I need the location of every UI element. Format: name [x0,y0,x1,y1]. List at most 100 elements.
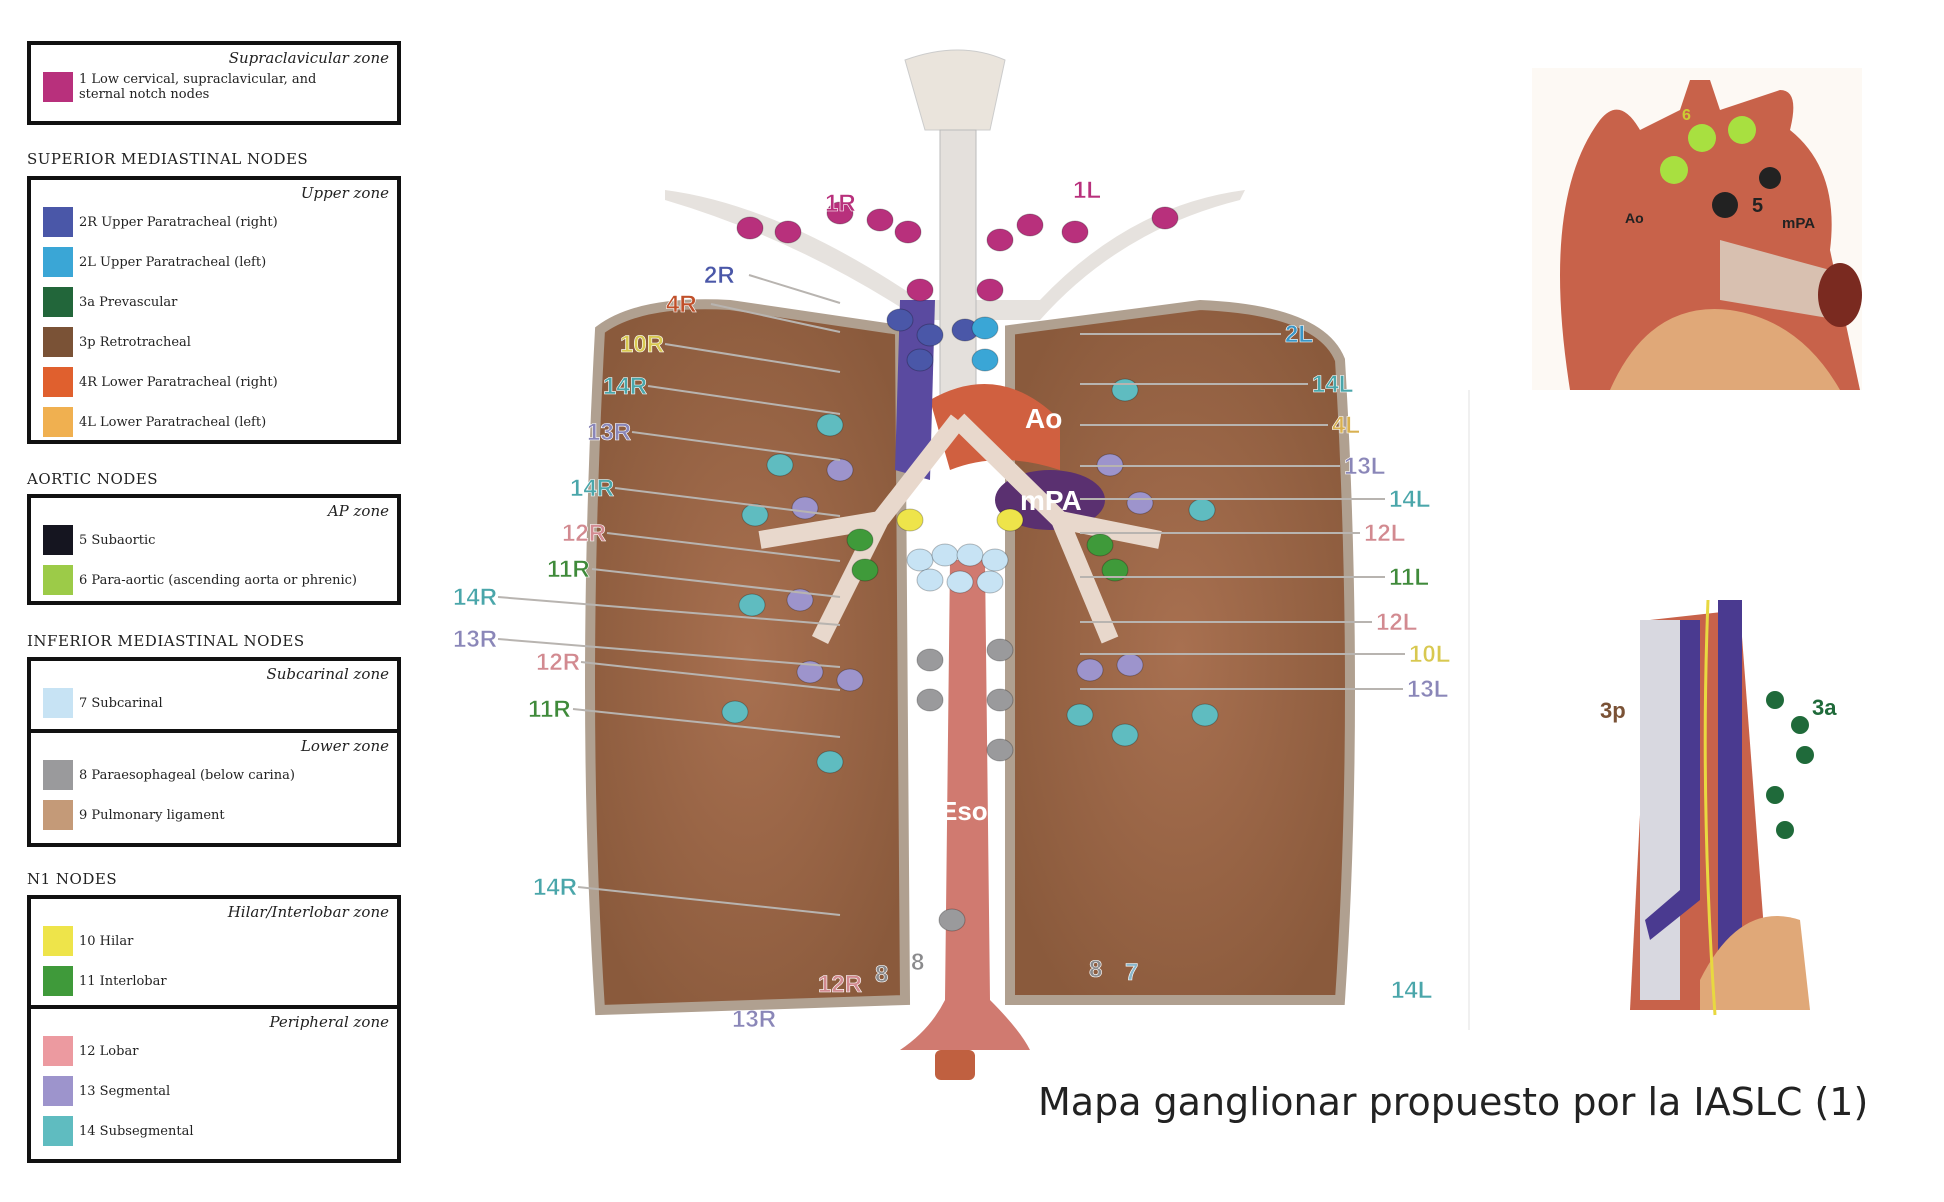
aorta-label: Ao [1025,403,1062,434]
heart-label-ao: Ao [1625,210,1644,226]
lymph-node [1061,220,1089,244]
station-label: 8 [1089,956,1102,983]
heart-label-mpa: mPA [1782,215,1815,232]
lymph-node [931,543,959,567]
lymph-node [894,220,922,244]
color-swatch [43,525,73,555]
station-label: 10L [1409,641,1450,668]
section-title: N1 NODES [27,870,118,888]
leader-line [710,303,841,333]
lymph-node [1101,558,1129,582]
zone-title: Upper zone [300,184,389,202]
legend-label: 12 Lobar [79,1043,139,1059]
legend-item: 12 Lobar [31,1031,397,1071]
legend-item: 4L Lower Paratracheal (left) [31,402,397,442]
section-title: AORTIC NODES [27,470,159,488]
esophagus-end [935,1050,975,1080]
color-swatch [43,926,73,956]
zone-title: Lower zone [300,737,389,755]
station-label: 12L [1364,520,1405,547]
leader-line [591,568,841,598]
legend-item: 2L Upper Paratracheal (left) [31,242,397,282]
leader-line [606,532,841,562]
color-swatch [43,247,73,277]
trachea-inset: 3p 3a [1468,390,1837,1030]
lymph-node [986,738,1014,762]
legend-label: 4L Lower Paratracheal (left) [79,414,267,430]
color-swatch [43,207,73,237]
station-label: 14R [570,475,614,502]
lymph-node [736,216,764,240]
legend-label: 1 Low cervical, supraclavicular, and ste… [79,72,317,102]
color-swatch [43,367,73,397]
lymph-node [906,548,934,572]
color-swatch [43,688,73,718]
legend-n1: Hilar/Interlobar zone 10 Hilar 11 Interl… [27,895,401,1163]
lymph-node [1016,213,1044,237]
color-swatch [43,407,73,437]
divider [31,729,397,733]
clavicles [665,190,1245,320]
left-lung [1005,299,1355,1005]
lymph-node [886,308,914,332]
station-label: 2R [704,262,735,289]
legend-label: 13 Segmental [79,1083,171,1099]
lymph-node [986,228,1014,252]
lymph-node [1188,498,1216,522]
zone-title: AP zone [327,502,389,520]
lymph-node [986,638,1014,662]
lymph-node [971,348,999,372]
trachea-label-3a: 3a [1812,695,1837,720]
heart-label-6: 6 [1682,107,1691,124]
legend-label: 5 Subaortic [79,532,156,548]
heart-inset: 6 Ao 5 mPA [1532,68,1862,390]
color-swatch [43,327,73,357]
leader-line [580,661,841,691]
lymph-node [1086,533,1114,557]
zone-title: Subcarinal zone [266,665,390,683]
legend-label: 7 Subcarinal [79,695,163,711]
lymph-node [946,570,974,594]
lymph-node [981,548,1009,572]
legend-item: 6 Para-aortic (ascending aorta or phreni… [31,560,397,600]
legend-label: 2R Upper Paratracheal (right) [79,214,278,230]
lymph-node [1111,378,1139,402]
lymph-node [996,508,1024,532]
legend-label: 6 Para-aortic (ascending aorta or phreni… [79,572,357,588]
station-label: 14R [533,874,577,901]
legend-item: 7 Subcarinal [31,683,397,723]
lymph-node [1111,723,1139,747]
lymph-node [971,316,999,340]
station-label: 8 [875,961,888,988]
legend-label: 10 Hilar [79,933,134,949]
trachea [939,129,977,421]
lymph-node [906,348,934,372]
section-title: SUPERIOR MEDIASTINAL NODES [27,150,309,168]
legend-item: 14 Subsegmental [31,1111,397,1151]
leader-line [497,596,841,626]
station-label: 11L [1389,564,1429,591]
lymph-node [836,668,864,692]
station-label: 13R [453,626,497,653]
lymph-node [796,660,824,684]
lymph-node [976,278,1004,302]
legend-item: 4R Lower Paratracheal (right) [31,362,397,402]
station-label: 12L [1376,609,1417,636]
legend-item: 9 Pulmonary ligament [31,795,397,835]
legend-label: 3a Prevascular [79,294,178,310]
zone-title: Peripheral zone [269,1013,389,1031]
zone-title: Hilar/Interlobar zone [227,903,389,921]
lymph-node [786,588,814,612]
legend-label: 8 Paraesophageal (below carina) [79,767,295,783]
station-label: 14L [1312,371,1353,398]
station-label: 4L [1332,412,1360,439]
lymph-node [816,750,844,774]
lymph-node [916,648,944,672]
station-label: 13L [1407,676,1448,703]
station-label: 1R [825,190,856,217]
station-label: 12R [536,649,580,676]
legend-item: 8 Paraesophageal (below carina) [31,755,397,795]
legend-label: 4R Lower Paratracheal (right) [79,374,278,390]
trachea-label-3p: 3p [1600,698,1626,723]
esophagus-label: Eso [940,796,988,826]
